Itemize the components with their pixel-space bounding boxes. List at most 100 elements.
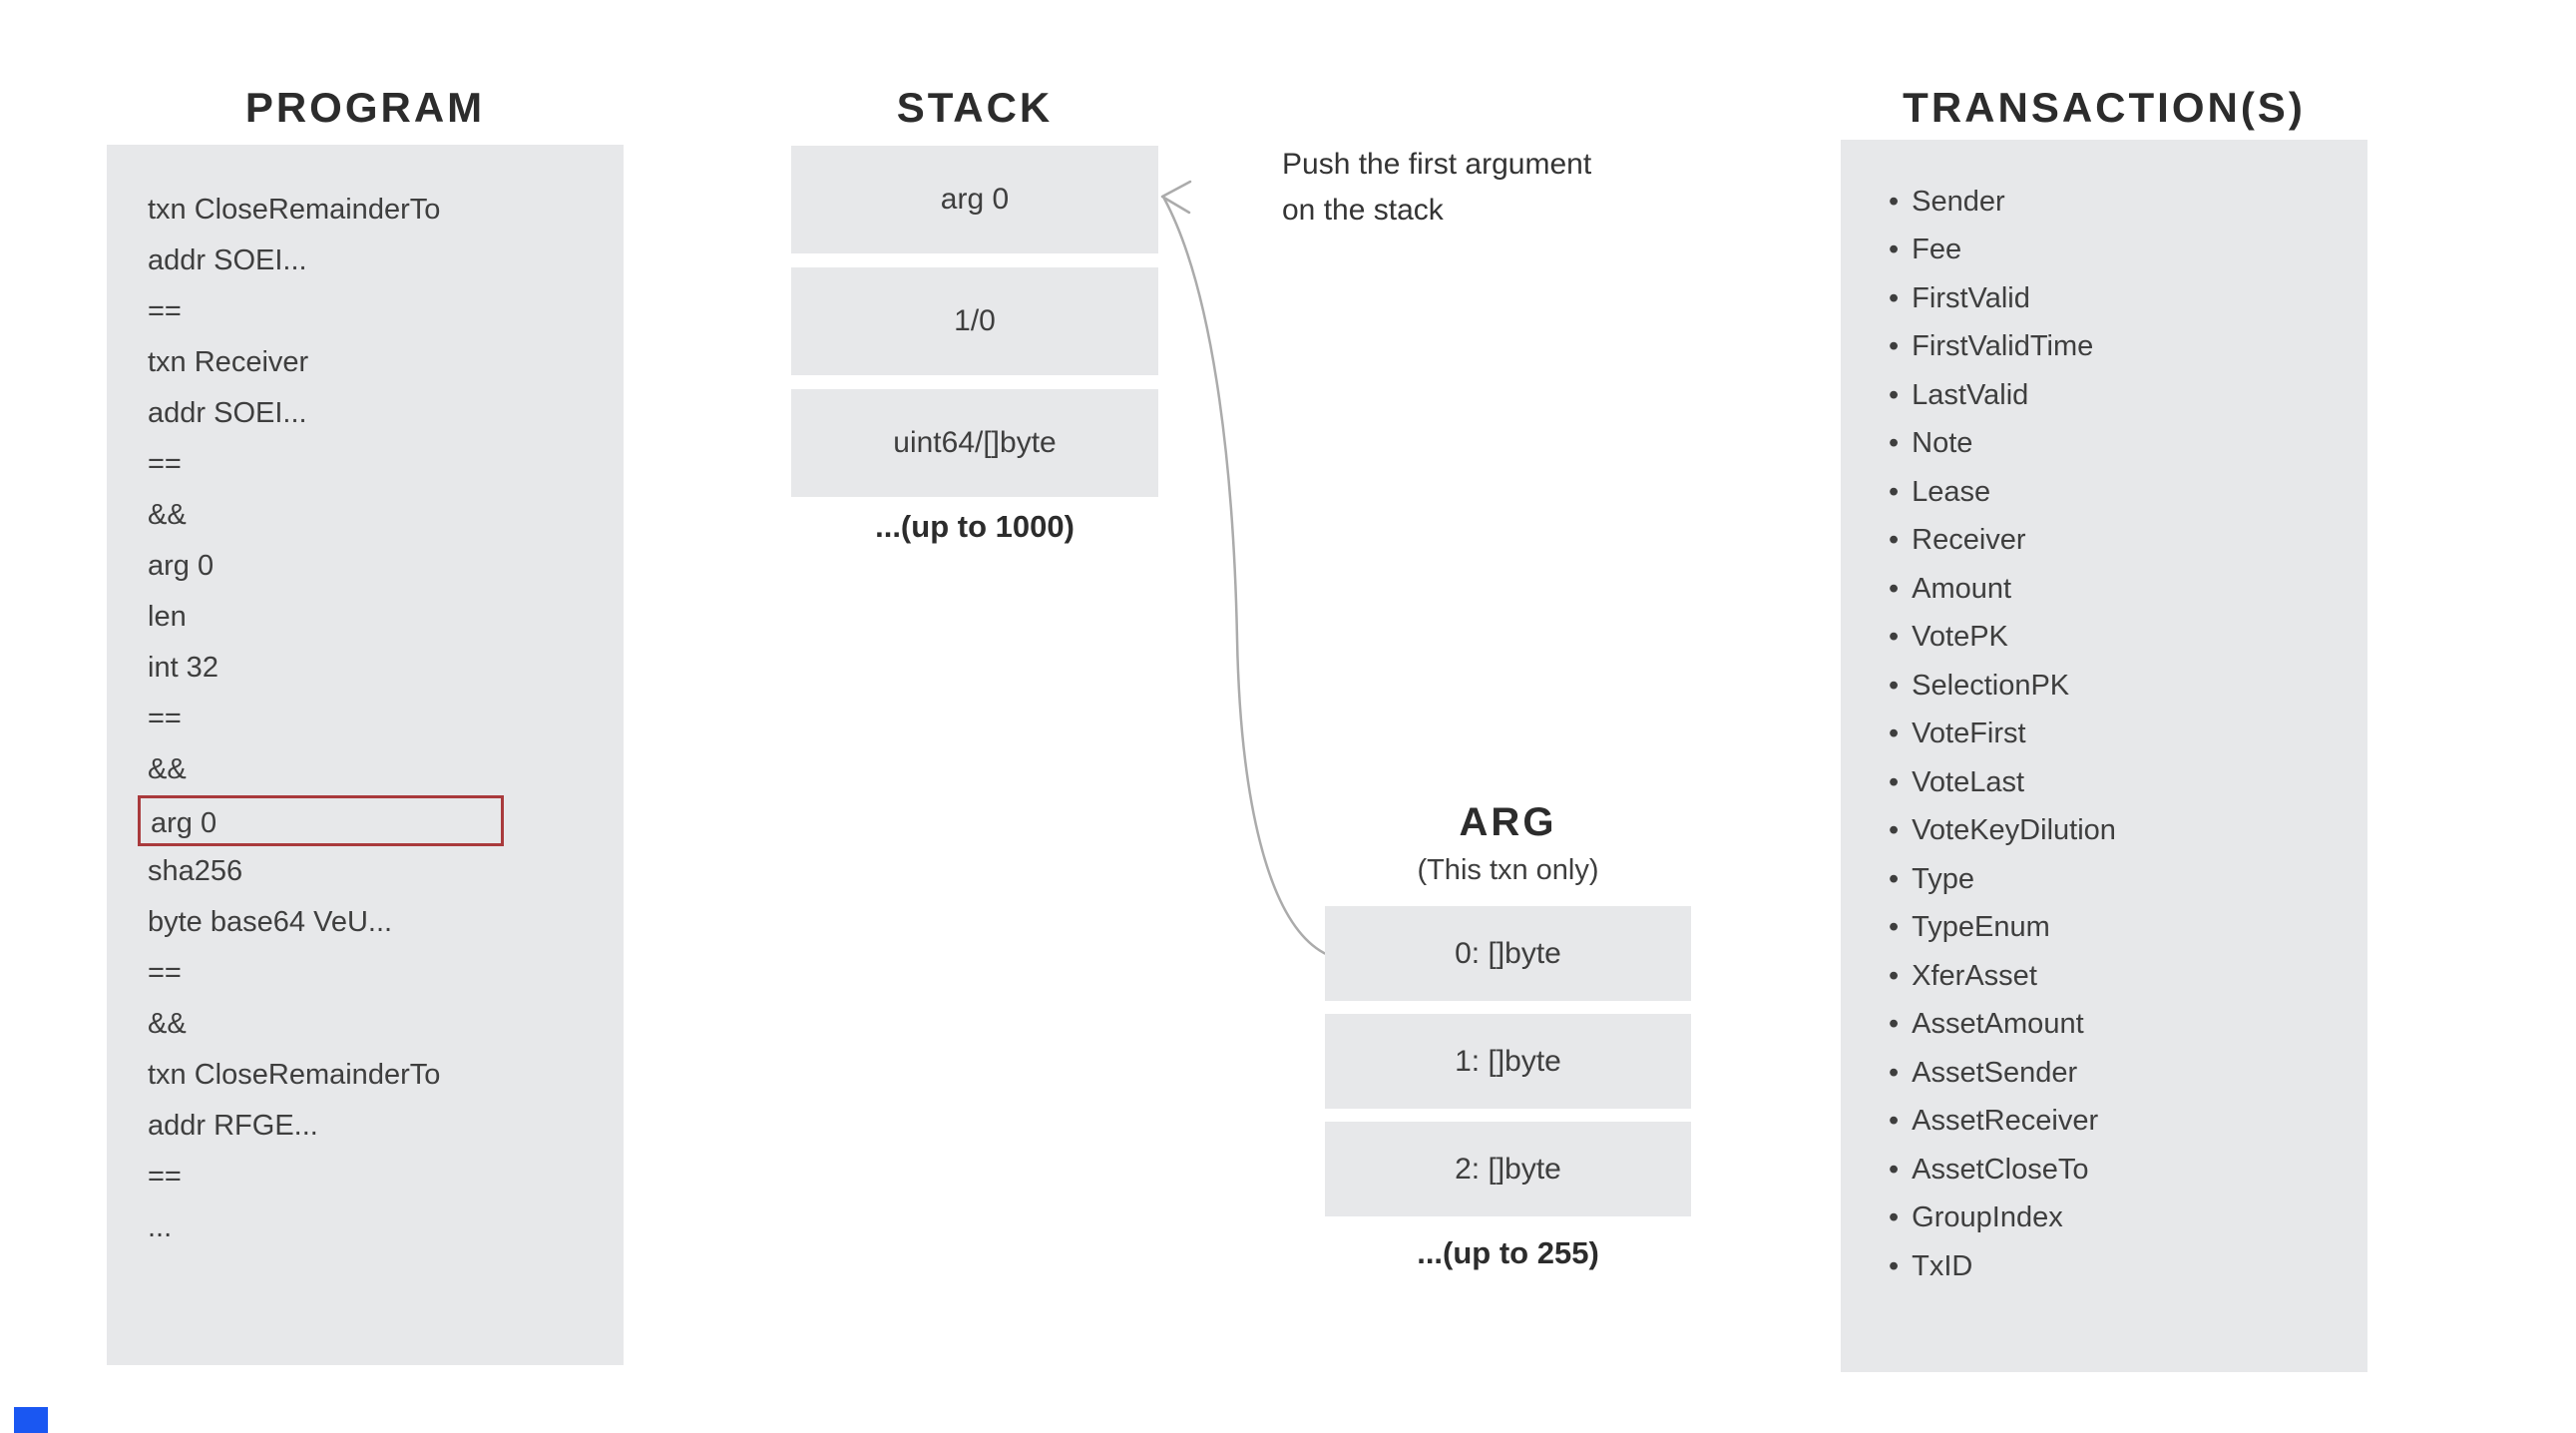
- bullet-icon: •: [1889, 234, 1900, 266]
- transaction-field-label: GroupIndex: [1912, 1201, 2063, 1234]
- push-arrow-head: [1160, 180, 1192, 215]
- transaction-field-label: VoteFirst: [1912, 717, 2026, 750]
- transaction-field-label: LastValid: [1912, 378, 2029, 411]
- transaction-field-label: Lease: [1912, 475, 1991, 508]
- arg-box-list: 0: []byte 1: []byte 2: []byte: [1325, 906, 1691, 1229]
- stack-box: uint64/[]byte: [791, 389, 1158, 497]
- program-opcode-line: ==: [148, 1161, 182, 1193]
- bullet-icon: •: [1889, 281, 1900, 314]
- transaction-field: • GroupIndex: [1889, 1194, 2367, 1243]
- transaction-field: • VotePK: [1889, 614, 2367, 663]
- arg-subtitle: (This txn only): [1417, 854, 1599, 886]
- program-opcode-line: ==: [148, 448, 182, 480]
- program-opcode-line: txn CloseRemainderTo: [148, 1059, 441, 1091]
- annotation-text: Push the first argument on the stack: [1282, 142, 1591, 234]
- annotation-line-2: on the stack: [1282, 194, 1444, 227]
- transaction-field-label: Type: [1912, 862, 1975, 895]
- transaction-field: • AssetAmount: [1889, 1001, 2367, 1050]
- arg-title: ARG: [1459, 800, 1557, 844]
- bullet-icon: •: [1889, 1105, 1900, 1138]
- transaction-field-label: SelectionPK: [1912, 669, 2070, 702]
- stack-box-list: arg 0 1/0 uint64/[]byte: [791, 146, 1158, 511]
- program-opcode-line: ==: [148, 703, 182, 734]
- transaction-field-label: AssetCloseTo: [1912, 1153, 2089, 1186]
- program-opcode-list: txn CloseRemainderTo addr SOEI... == txn Re…: [107, 145, 624, 1253]
- program-opcode-line: &&: [148, 1008, 187, 1040]
- transaction-field-label: FirstValid: [1912, 281, 2030, 314]
- bullet-icon: •: [1889, 378, 1900, 411]
- program-opcode-line: ==: [148, 295, 182, 327]
- stack-box: 1/0: [791, 267, 1158, 375]
- program-title: PROGRAM: [244, 84, 486, 131]
- transaction-field-label: Amount: [1912, 572, 2012, 605]
- bullet-icon: •: [1889, 959, 1900, 992]
- arg-box: 1: []byte: [1325, 1014, 1691, 1109]
- transactions-title: TRANSACTION(S): [1903, 84, 2306, 131]
- transaction-field: • VoteFirst: [1889, 711, 2367, 759]
- transactions-panel: • Sender • Fee • FirstValid • FirstValid…: [1841, 140, 2367, 1372]
- transaction-field-label: Sender: [1912, 185, 2005, 218]
- transaction-field: • Amount: [1889, 565, 2367, 614]
- bullet-icon: •: [1889, 669, 1900, 702]
- transaction-field: • TypeEnum: [1889, 904, 2367, 953]
- stack-capacity-note: ...(up to 1000): [875, 509, 1074, 544]
- transaction-field: • VoteLast: [1889, 758, 2367, 807]
- transaction-field: • FirstValid: [1889, 274, 2367, 323]
- program-opcode-line: ...: [148, 1211, 173, 1243]
- transaction-field: • Fee: [1889, 227, 2367, 275]
- bullet-icon: •: [1889, 427, 1900, 460]
- transaction-field: • VoteKeyDilution: [1889, 807, 2367, 856]
- transaction-field: • Lease: [1889, 468, 2367, 517]
- bullet-icon: •: [1889, 524, 1900, 557]
- transaction-field: • TxID: [1889, 1242, 2367, 1291]
- push-arrow-curve: [1162, 197, 1330, 957]
- program-opcode-line: arg 0: [138, 795, 504, 846]
- program-opcode-line: addr RFGE...: [148, 1110, 318, 1142]
- transaction-field-list: • Sender • Fee • FirstValid • FirstValid…: [1841, 140, 2367, 1291]
- blue-marker: [14, 1407, 48, 1433]
- transaction-field-label: TypeEnum: [1912, 911, 2050, 944]
- transaction-field-label: Receiver: [1912, 524, 2026, 557]
- stack-title: STACK: [896, 84, 1054, 131]
- transaction-field: • SelectionPK: [1889, 662, 2367, 711]
- bullet-icon: •: [1889, 330, 1900, 363]
- transaction-field-label: VotePK: [1912, 621, 2008, 654]
- bullet-icon: •: [1889, 862, 1900, 895]
- program-panel: txn CloseRemainderTo addr SOEI... == txn Re…: [107, 145, 624, 1365]
- program-opcode-line: int 32: [148, 652, 218, 684]
- transaction-field-label: FirstValidTime: [1912, 330, 2094, 363]
- transaction-field-label: VoteKeyDilution: [1912, 814, 2116, 847]
- transaction-field-label: Fee: [1912, 234, 1962, 266]
- transaction-field: • AssetSender: [1889, 1049, 2367, 1098]
- bullet-icon: •: [1889, 1201, 1900, 1234]
- transaction-field: • Note: [1889, 420, 2367, 469]
- program-opcode-line: txn Receiver: [148, 346, 309, 378]
- arg-box: 2: []byte: [1325, 1122, 1691, 1216]
- bullet-icon: •: [1889, 572, 1900, 605]
- transaction-field-label: AssetAmount: [1912, 1008, 2084, 1041]
- program-opcode-line: len: [148, 601, 187, 633]
- bullet-icon: •: [1889, 1249, 1900, 1282]
- program-opcode-line: addr SOEI...: [148, 244, 307, 276]
- bullet-icon: •: [1889, 621, 1900, 654]
- bullet-icon: •: [1889, 1153, 1900, 1186]
- transaction-field-label: TxID: [1912, 1249, 1973, 1282]
- bullet-icon: •: [1889, 1056, 1900, 1089]
- transaction-field: • FirstValidTime: [1889, 323, 2367, 372]
- program-opcode-line: &&: [148, 753, 187, 785]
- bullet-icon: •: [1889, 475, 1900, 508]
- bullet-icon: •: [1889, 185, 1900, 218]
- transaction-field-label: Note: [1912, 427, 1973, 460]
- stack-box: arg 0: [791, 146, 1158, 253]
- transaction-field: • AssetCloseTo: [1889, 1146, 2367, 1194]
- transaction-field-label: AssetReceiver: [1912, 1105, 2099, 1138]
- transaction-field-label: AssetSender: [1912, 1056, 2078, 1089]
- annotation-line-1: Push the first argument: [1282, 148, 1592, 181]
- arg-box: 0: []byte: [1325, 906, 1691, 1001]
- transaction-field: • XferAsset: [1889, 952, 2367, 1001]
- transaction-field: • Sender: [1889, 178, 2367, 227]
- program-opcode-line: &&: [148, 499, 187, 531]
- bullet-icon: •: [1889, 717, 1900, 750]
- bullet-icon: •: [1889, 814, 1900, 847]
